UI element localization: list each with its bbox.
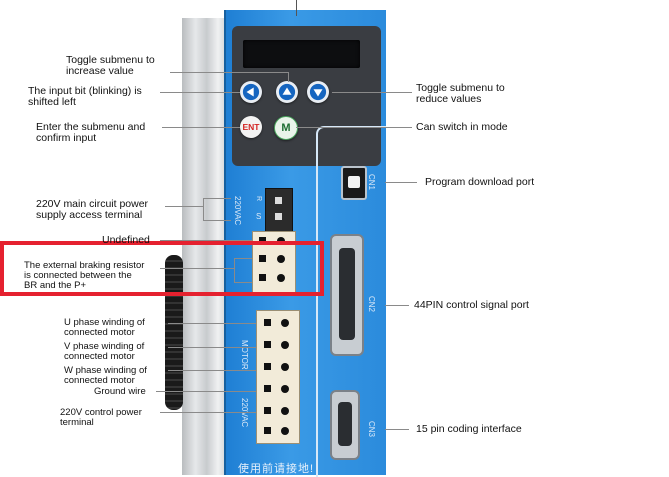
- cn3-label: CN3: [367, 421, 376, 438]
- label-toggle-increase: Toggle submenu to increase value: [66, 54, 155, 77]
- ent-button[interactable]: ENT: [240, 116, 262, 138]
- lead-control-power: [160, 412, 256, 413]
- label-ground-wire: Ground wire: [94, 386, 146, 397]
- cn1-port[interactable]: [341, 166, 367, 200]
- highlight-box: [0, 241, 324, 296]
- label-program-port: Program download port: [425, 176, 535, 188]
- lead-braking: [160, 268, 234, 269]
- lead-switch-mode: [296, 127, 412, 128]
- lead-toggle-reduce: [332, 92, 412, 93]
- label-coding-interface: 15 pin coding interface: [416, 423, 522, 435]
- label-input-bit: The input bit (blinking) is shifted left: [28, 85, 142, 108]
- vac-top-mark: 220VAC: [233, 196, 242, 226]
- lead-ground-wire: [156, 391, 256, 392]
- lead-control-signal: [385, 305, 409, 306]
- cn2-label: CN2: [367, 296, 376, 313]
- lead-main-power: [165, 206, 203, 207]
- cn2-port[interactable]: [330, 234, 364, 356]
- cn1-label: CN1: [367, 174, 376, 191]
- left-button[interactable]: [240, 81, 262, 103]
- left-arrow-icon: [242, 83, 260, 101]
- down-arrow-icon: [309, 83, 327, 101]
- label-control-signal-port: 44PIN control signal port: [414, 299, 529, 311]
- r-mark: R: [255, 196, 262, 202]
- lead-u-phase: [168, 323, 256, 324]
- heatsink: [182, 18, 227, 475]
- label-u-phase: U phase winding of connected motor: [64, 317, 145, 338]
- down-button[interactable]: [307, 81, 329, 103]
- top-lead-line: [296, 0, 297, 16]
- label-toggle-reduce: Toggle submenu to reduce values: [416, 82, 505, 105]
- lead-v-phase: [168, 347, 256, 348]
- label-braking-resistor: The external braking resistor is connect…: [24, 260, 145, 291]
- label-enter-submenu: Enter the submenu and confirm input: [36, 121, 146, 144]
- up-button[interactable]: [276, 81, 298, 103]
- lead-toggle-increase: [170, 72, 288, 73]
- label-w-phase: W phase winding of connected motor: [64, 365, 147, 386]
- motor-connector: [256, 310, 300, 444]
- motor-mark: MOTOR: [240, 340, 249, 370]
- cn3-port[interactable]: [330, 390, 360, 460]
- power-terminal: [265, 188, 293, 232]
- label-v-phase: V phase winding of connected motor: [64, 341, 145, 362]
- lead-w-phase: [168, 370, 256, 371]
- lead-program-port: [385, 182, 417, 183]
- up-arrow-icon: [278, 83, 296, 101]
- label-control-power: 220V control power terminal: [60, 407, 142, 428]
- lead-coding-interface: [385, 429, 409, 430]
- label-main-power: 220V main circuit power supply access te…: [36, 198, 149, 221]
- label-undefined: Undefined: [102, 234, 150, 246]
- lead-undefined: [160, 240, 252, 241]
- s-mark: S: [256, 212, 262, 221]
- m-button[interactable]: M: [274, 116, 298, 140]
- label-switch-mode: Can switch in mode: [416, 121, 508, 133]
- lead-enter-submenu: [162, 127, 240, 128]
- lead-input-bit: [160, 92, 240, 93]
- led-display: [243, 40, 360, 68]
- ground-warning-text: 使用前请接地!: [238, 463, 315, 475]
